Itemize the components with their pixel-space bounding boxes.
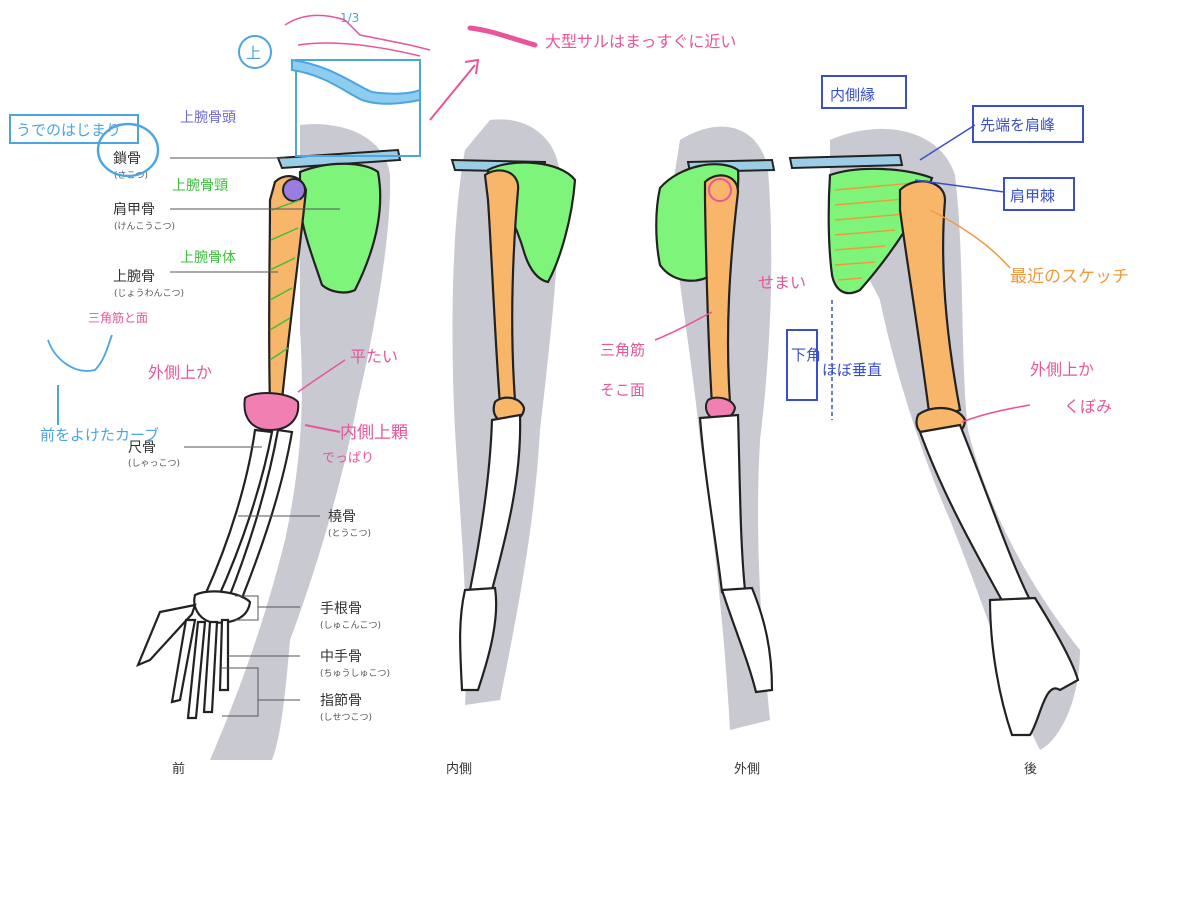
top-circle [238, 35, 272, 69]
label-phalanges: 指節骨 [320, 692, 362, 709]
note-narrow: せまい [758, 273, 806, 292]
ape-clavicle-stroke [467, 25, 538, 48]
view-label-front: 前 [172, 761, 185, 777]
outer-humerus [703, 174, 740, 407]
flat-pointer [297, 359, 346, 393]
note-third: 1/3 [340, 11, 359, 25]
note-arm-start: うでのはじまり [16, 121, 121, 139]
annotation-layer: うでのはじまり 上 1/3 大型サルはまっすぐに近い 上腕骨頭 上腕骨頸 上腕骨… [9, 11, 1129, 466]
top-view-measure-2 [297, 42, 421, 57]
note-medial-epicondyle: 内側上顆 [340, 423, 408, 443]
outer-forearm [698, 413, 747, 594]
inferior-angle-box [786, 329, 818, 401]
hollow-pointer [961, 404, 1031, 423]
top-view-measure [284, 14, 431, 51]
back-pointers [914, 124, 1005, 193]
front-leader-lines [170, 157, 340, 717]
note-ape: 大型サルはまっすぐに近い [545, 32, 736, 51]
label-phalanges-kana: (しせつこつ) [320, 712, 372, 723]
note-spine-of-scapula: 肩甲棘 [1010, 187, 1055, 205]
spine-box [1003, 177, 1075, 211]
note-acromion: 先端を肩峰 [980, 116, 1055, 134]
outer-humeral-head-marker [708, 178, 732, 202]
label-carpals-kana: (しゅこんこつ) [320, 620, 381, 631]
medial-border-box [821, 75, 907, 109]
back-humerus [898, 180, 962, 422]
top-view-clavicle [291, 58, 421, 105]
note-almost-vertical: ほぼ垂直 [822, 361, 882, 379]
label-ulna: 尺骨 [128, 440, 156, 456]
label-metacarpals-kana: (ちゅうしゅこつ) [320, 668, 390, 679]
note-deltoid-front: 三角筋と面 [88, 310, 148, 325]
back-hand [988, 596, 1080, 737]
back-clavicle [788, 153, 904, 170]
note-deltoid-outer-2: そこ面 [600, 381, 645, 399]
label-carpals: 手根骨 [320, 601, 362, 617]
front-carpals [193, 590, 252, 624]
note-recent-sketch: 最近のスケッチ [1010, 267, 1129, 287]
medial-epicondyle-arrow [304, 424, 341, 433]
top-view-box [295, 59, 421, 157]
label-ulna-kana: (しゃっこつ) [128, 458, 180, 469]
note-inferior-angle: 下角 [791, 346, 821, 364]
note-humeral-head: 上腕骨頭 [180, 110, 236, 126]
inner-humerus [483, 169, 520, 407]
back-view-skeleton [788, 153, 1080, 737]
outer-hand [720, 586, 774, 694]
recent-sketch-pointer [929, 209, 1011, 269]
label-scapula: 肩甲骨 [113, 202, 155, 218]
view-label-inner: 内側 [446, 761, 472, 777]
view-label-back: 後 [1024, 762, 1037, 777]
front-humeral-head-marker [282, 178, 306, 202]
front-bone-labels: 鎖骨 (さこつ) 肩甲骨 (けんこうこつ) 上腕骨 (じょうわんこつ) 尺骨 (… [113, 151, 390, 723]
note-top: 上 [246, 44, 261, 62]
view-labels: 前 内側 外側 後 [172, 761, 1037, 777]
note-protrude: でっぱり [322, 451, 374, 466]
acromion-box [972, 105, 1084, 143]
label-radius-kana: (とうこつ) [328, 528, 371, 539]
front-scapula [298, 162, 382, 294]
inner-view-skeleton [450, 158, 577, 692]
front-view-skeleton [135, 148, 402, 720]
note-avoid-chest: 前をよけたカーブ [40, 426, 159, 444]
note-humeral-neck: 上腕骨頸 [172, 178, 228, 194]
ape-arrow [429, 58, 480, 121]
label-radius: 橈骨 [328, 509, 356, 525]
label-clavicle: 鎖骨 [113, 151, 141, 167]
note-deltoid-outer: 三角筋 [600, 341, 645, 359]
deltoid-outer-pointer [654, 311, 713, 341]
arm-start-circle [96, 122, 160, 178]
note-hollow: くぼみ [1064, 397, 1112, 416]
note-lateral-epicondyle-front: 外側上か [148, 363, 212, 382]
note-lateral-epicondyle-back: 外側上か [1030, 360, 1094, 379]
note-medial-border: 内側縁 [830, 86, 875, 104]
label-humerus: 上腕骨 [113, 269, 155, 285]
front-elbow [243, 392, 300, 432]
back-scapula-hatch [834, 181, 926, 281]
chest-curve-sketch [47, 334, 113, 372]
inner-hand [459, 586, 498, 692]
label-scapula-kana: (けんこうこつ) [114, 221, 175, 232]
front-hand-fingers [135, 603, 230, 720]
view-label-outer: 外側 [734, 762, 760, 777]
label-humerus-kana: (じょうわんこつ) [114, 288, 184, 299]
outer-view-skeleton [655, 158, 776, 694]
note-flat: 平たい [350, 347, 398, 366]
arm-start-box [9, 114, 139, 144]
label-metacarpals: 中手骨 [320, 649, 362, 665]
note-humeral-body: 上腕骨体 [180, 250, 236, 266]
front-humerus-hatch [269, 199, 301, 361]
front-clavicle [276, 148, 402, 170]
